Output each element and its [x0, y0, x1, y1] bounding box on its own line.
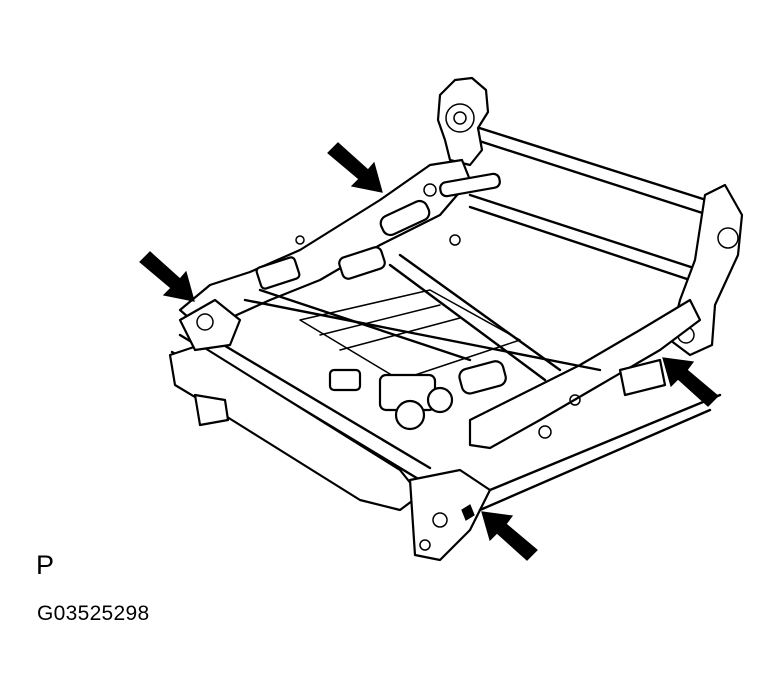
arrow-rear-right — [662, 357, 719, 407]
figure-code: G03525298 — [37, 602, 150, 625]
view-label: P — [36, 550, 55, 580]
seat-frame-drawing — [168, 76, 744, 562]
arrow-front-left — [139, 251, 195, 302]
arrow-front-right — [481, 511, 538, 561]
arrow-rear-left — [327, 142, 383, 193]
